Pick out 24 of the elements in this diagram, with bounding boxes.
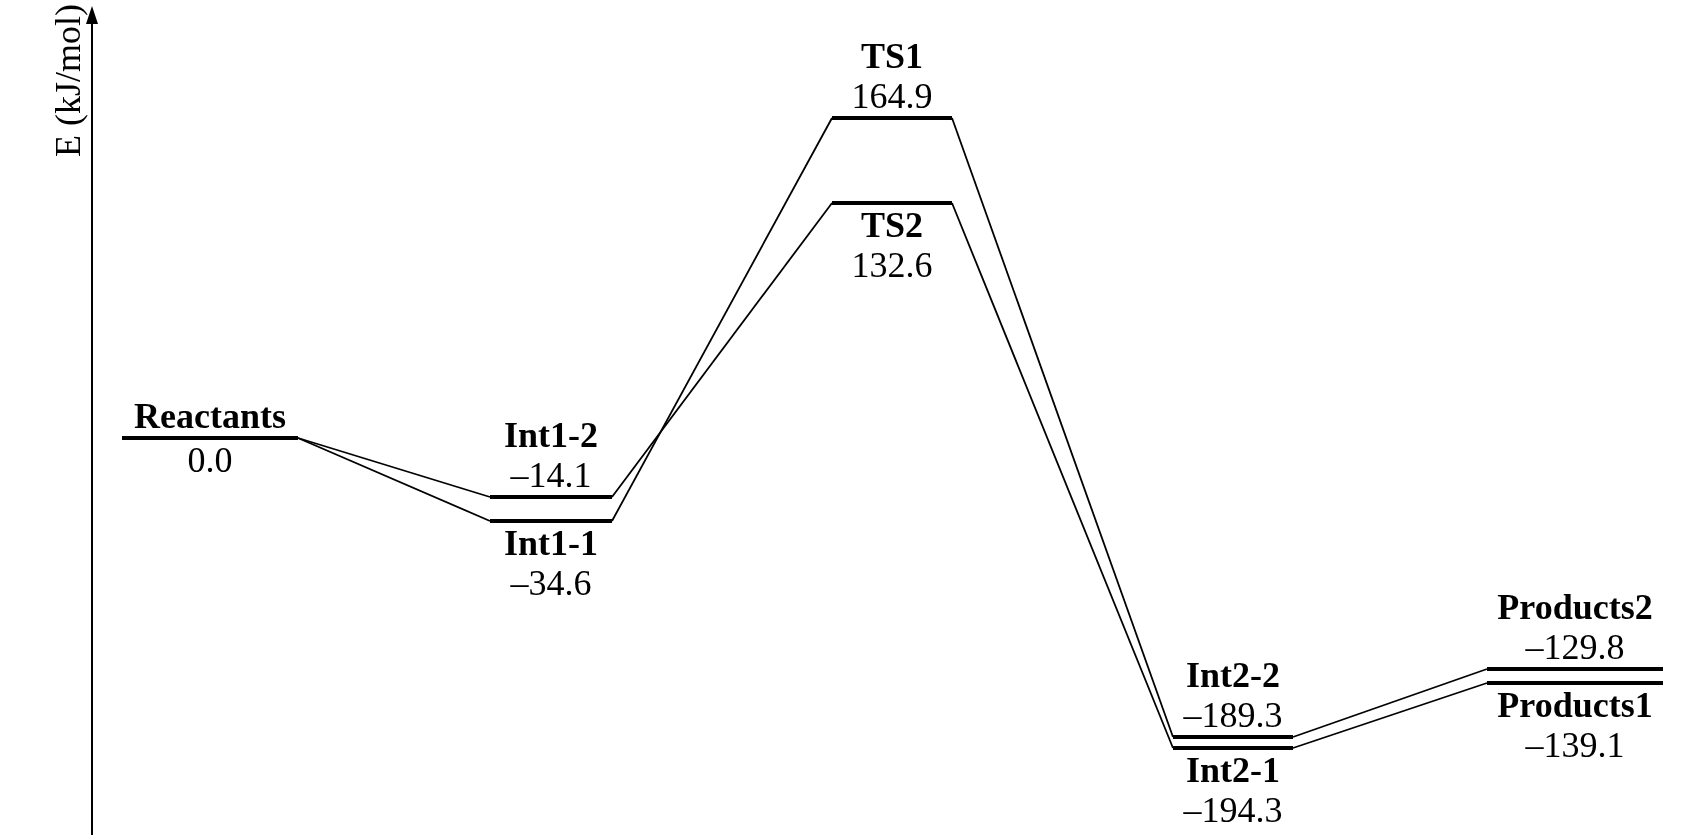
energy-value: –129.8 (1524, 627, 1626, 667)
state-name: Int1-1 (503, 523, 599, 563)
energy-value: 164.9 (850, 76, 934, 116)
connector-line (1292, 668, 1488, 738)
state-name: TS1 (859, 36, 924, 76)
connector-line (1292, 682, 1488, 749)
energy-value: 132.6 (850, 245, 934, 285)
axis-title: E (kJ/mol) (50, 4, 86, 157)
connector-line (297, 437, 491, 522)
state-name: Products1 (1496, 685, 1654, 725)
energy-value: –34.6 (509, 563, 593, 603)
state-name: Int2-2 (1185, 655, 1281, 695)
energy-value: –194.3 (1182, 790, 1284, 830)
state-name: TS2 (859, 205, 924, 245)
connector-line (611, 117, 833, 522)
energy-value: 0.0 (186, 440, 234, 480)
state-name: Int2-1 (1185, 750, 1281, 790)
state-name: Products2 (1496, 587, 1654, 627)
state-name: Int1-2 (503, 415, 599, 455)
connector-line (611, 202, 833, 498)
energy-value: –139.1 (1524, 725, 1626, 765)
energy-value: –189.3 (1182, 695, 1284, 735)
energy-value: –14.1 (509, 455, 593, 495)
state-name: Reactants (133, 396, 287, 436)
